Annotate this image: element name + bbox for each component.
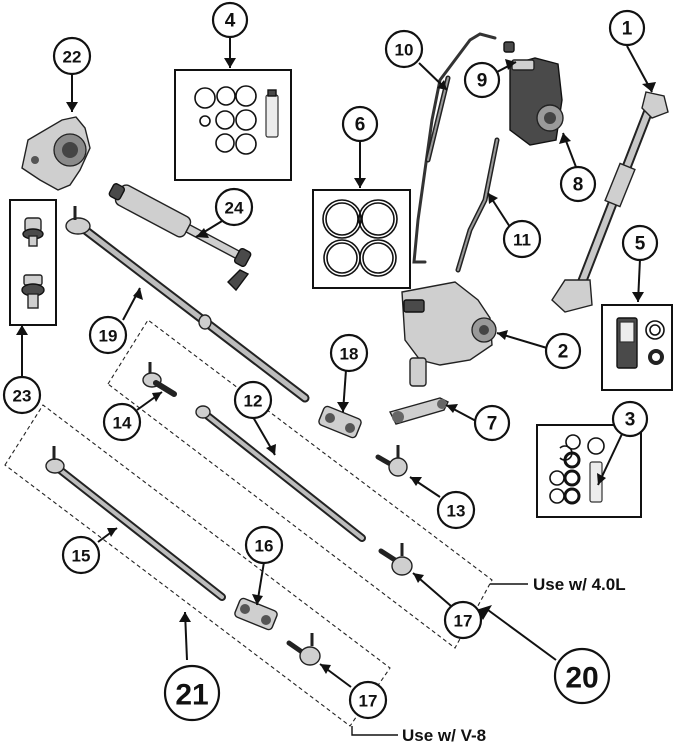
steering-gear-box (401, 281, 497, 387)
pitman-arm (388, 397, 449, 425)
callout-6: 6 (341, 105, 379, 143)
callout-17-v8: 17 (348, 680, 388, 720)
adjusting-clamp-18 (318, 405, 362, 439)
ball-joint-box (9, 199, 57, 326)
seal-ring-kit-box (312, 189, 411, 289)
callout-9: 9 (463, 61, 501, 99)
callout-label: 16 (255, 537, 274, 556)
callout-label: 20 (565, 662, 598, 695)
callout-label: 4 (225, 11, 236, 32)
callout-17-4-0l: 17 (443, 600, 483, 640)
tie-rod-end-13 (375, 445, 408, 477)
steering-knuckle (21, 116, 91, 191)
callout-label: 21 (175, 679, 208, 712)
callout-label: 11 (513, 231, 531, 250)
o-ring-kit-box (174, 69, 292, 181)
callout-14: 14 (102, 402, 142, 442)
tie-rod-end-17b (286, 633, 321, 666)
callout-label: 13 (447, 502, 466, 521)
callout-label: 14 (113, 414, 132, 433)
power-steering-pump (509, 57, 564, 146)
callout-18: 18 (329, 333, 369, 373)
callout-13: 13 (436, 490, 476, 530)
callout-label: 9 (477, 71, 488, 92)
callout-label: 12 (244, 392, 263, 411)
callout-label: 24 (225, 199, 244, 218)
callout-24: 24 (214, 187, 254, 227)
seal-kit-box (601, 304, 673, 391)
hose-fitting (503, 41, 515, 53)
tie-rod-end-14 (142, 362, 177, 397)
callout-label: 7 (487, 414, 498, 435)
callout-label: 22 (63, 48, 82, 67)
pressure-hose (412, 32, 497, 264)
adjusting-clamp-16 (234, 597, 278, 631)
group-outline-v8 (4, 404, 391, 727)
arrowheads (16, 58, 656, 674)
callout-label: 3 (625, 410, 636, 431)
callout-label: 15 (72, 547, 91, 566)
callout-label: 19 (99, 327, 118, 346)
callout-label: 23 (13, 387, 32, 406)
callout-22: 22 (52, 36, 92, 76)
callout-label: 17 (359, 692, 378, 711)
callout-4: 4 (211, 1, 249, 39)
tie-rod-19 (65, 206, 310, 403)
callout-23: 23 (2, 375, 42, 415)
note-v8: Use w/ V-8 (402, 726, 486, 745)
callout-5: 5 (621, 224, 659, 262)
return-hose (455, 137, 500, 273)
callout-16: 16 (244, 525, 284, 565)
callout-label: 10 (395, 41, 414, 60)
callout-20: 20 (553, 647, 611, 705)
callout-label: 8 (573, 175, 584, 196)
callout-21: 21 (163, 664, 221, 722)
group-outline-4-0l (107, 319, 493, 649)
callout-label: 17 (454, 612, 473, 631)
callout-label: 1 (622, 19, 633, 40)
drag-link-12 (195, 405, 366, 542)
steering-shaft (551, 91, 669, 313)
drag-link-15 (45, 446, 226, 601)
leader-20 (487, 609, 557, 661)
callout-12: 12 (233, 380, 273, 420)
callout-15: 15 (61, 535, 101, 575)
callout-11: 11 (502, 219, 542, 259)
callout-label: 18 (340, 345, 359, 364)
callout-8: 8 (559, 165, 597, 203)
callout-7: 7 (473, 404, 511, 442)
tie-rod-end-17a (378, 543, 413, 576)
callout-3: 3 (611, 400, 649, 438)
gasket-kit-box (536, 424, 642, 518)
note-4-0l: Use w/ 4.0L (533, 575, 626, 594)
callout-label: 2 (558, 342, 569, 363)
callout-label: 5 (635, 234, 646, 255)
callout-2: 2 (544, 332, 582, 370)
callout-1: 1 (608, 9, 646, 47)
callout-19: 19 (88, 315, 128, 355)
callout-label: 6 (355, 115, 366, 136)
note-leader-v8 (351, 726, 398, 736)
callout-10: 10 (384, 29, 424, 69)
